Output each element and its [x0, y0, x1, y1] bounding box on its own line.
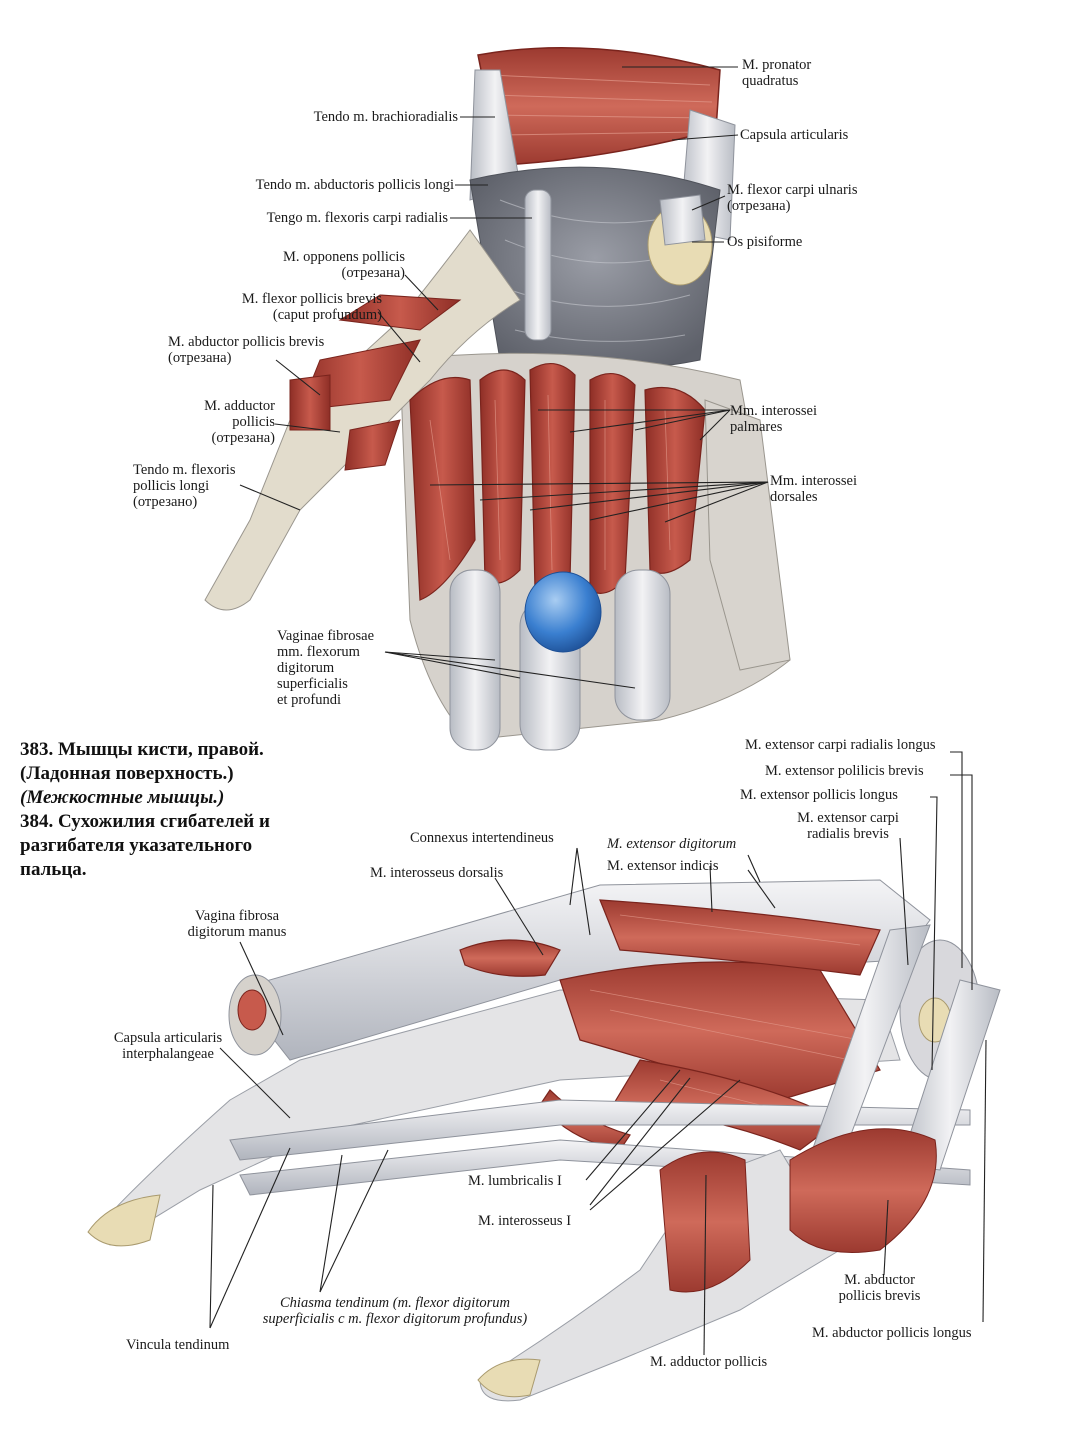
label-brachioradialis: Tendo m. brachioradialis	[313, 109, 458, 125]
label-flexor-pollicis-brevis: M. flexor pollicis brevis (caput profund…	[241, 291, 382, 323]
label-interosseus-dorsalis: M. interosseus dorsalis	[370, 865, 504, 881]
leader-lines-384	[209, 751, 987, 1356]
label-flexoris-carpi-radialis: Tengo m. flexoris carpi radialis	[266, 210, 448, 226]
label-connexus: Connexus intertendineus	[410, 830, 554, 846]
label-abductor-pollicis-brevis-384: M. abductor pollicis brevis	[838, 1272, 921, 1304]
label-ext-pollicis-brevis: M. extensor polilicis brevis	[765, 763, 924, 779]
label-adductor-pollicis-383: M. adductor pollicis (отрезана)	[204, 398, 275, 446]
label-abductor-pollicis-brevis: M. abductor pollicis brevis (отрезана)	[168, 334, 325, 366]
label-lumbricalis: M. lumbricalis I	[468, 1173, 562, 1189]
label-flexor-carpi-ulnaris: M. flexor carpi ulnaris (отрезана)	[727, 182, 858, 214]
label-chiasma-tendinum: Chiasma tendinum (m. flexor digitorum su…	[262, 1295, 528, 1327]
figure-384-drawing	[87, 879, 1001, 1402]
label-ext-indicis: M. extensor indicis	[607, 858, 719, 874]
thumb-shape	[204, 229, 521, 611]
leader-lines-383	[239, 66, 769, 689]
caption-line-4: 384. Сухожилия сгибателей и	[20, 811, 270, 832]
interossei-muscles	[409, 363, 706, 601]
label-flexoris-pollicis-longi: Tendo m. flexoris pollicis longi (отреза…	[133, 462, 236, 510]
label-ext-carpi-rad-brevis: M. extensor carpi radialis brevis	[797, 810, 899, 842]
label-ext-pollicis-longus: M. extensor pollicis longus	[740, 787, 898, 803]
label-capsula-interphal: Capsula articularis interphalangeae	[113, 1030, 223, 1062]
caption-line-3: (Межкостные мышцы.)	[20, 787, 225, 808]
figure-383-drawing	[204, 46, 791, 751]
label-vaginae-fibrosae: Vaginae fibrosae mm. flexorum digitorum …	[277, 628, 375, 708]
label-adductor-pollicis-384: M. adductor pollicis	[650, 1354, 768, 1370]
label-opponens-pollicis: M. opponens pollicis (отрезана)	[282, 249, 405, 281]
pronator-quadratus-shape	[477, 46, 721, 166]
label-abductor-pollicis-longus: M. abductor pollicis longus	[812, 1325, 972, 1341]
label-interossei-palmares: Mm. interossei palmares	[730, 403, 817, 435]
thumb-384-shape	[479, 1149, 841, 1402]
figure-caption: 383. Мышцы кисти, правой. (Ладонная пове…	[20, 738, 340, 882]
label-interosseus: M. interosseus I	[478, 1213, 572, 1229]
caption-line-6: пальца.	[20, 859, 87, 880]
label-ext-digitorum: M. extensor digitorum	[607, 836, 737, 852]
caption-line-1: 383. Мышцы кисти, правой.	[20, 739, 264, 760]
abductor-pollicis-brevis-shape	[789, 1128, 937, 1253]
label-vincula-tendinum: Vincula tendinum	[126, 1337, 230, 1353]
label-interossei-dorsales: Mm. interossei dorsales	[770, 473, 857, 505]
label-ext-carpi-rad-longus: M. extensor carpi radialis longus	[745, 737, 936, 753]
label-pronator-quadratus: M. pronator quadratus	[742, 57, 812, 89]
label-vagina-fibrosa: Vagina fibrosa digitorum manus	[187, 908, 287, 940]
label-capsula-articularis: Capsula articularis	[740, 127, 849, 143]
caption-line-2: (Ладонная поверхность.)	[20, 763, 234, 784]
label-os-pisiforme: Os pisiforme	[727, 234, 803, 250]
blue-sheath-shape	[524, 571, 602, 653]
label-abductoris-pollicis-longi: Tendo m. abductoris pollicis longi	[255, 177, 454, 193]
finger-sheaths	[449, 569, 671, 751]
caption-line-5: разгибателя указательного	[20, 835, 253, 856]
